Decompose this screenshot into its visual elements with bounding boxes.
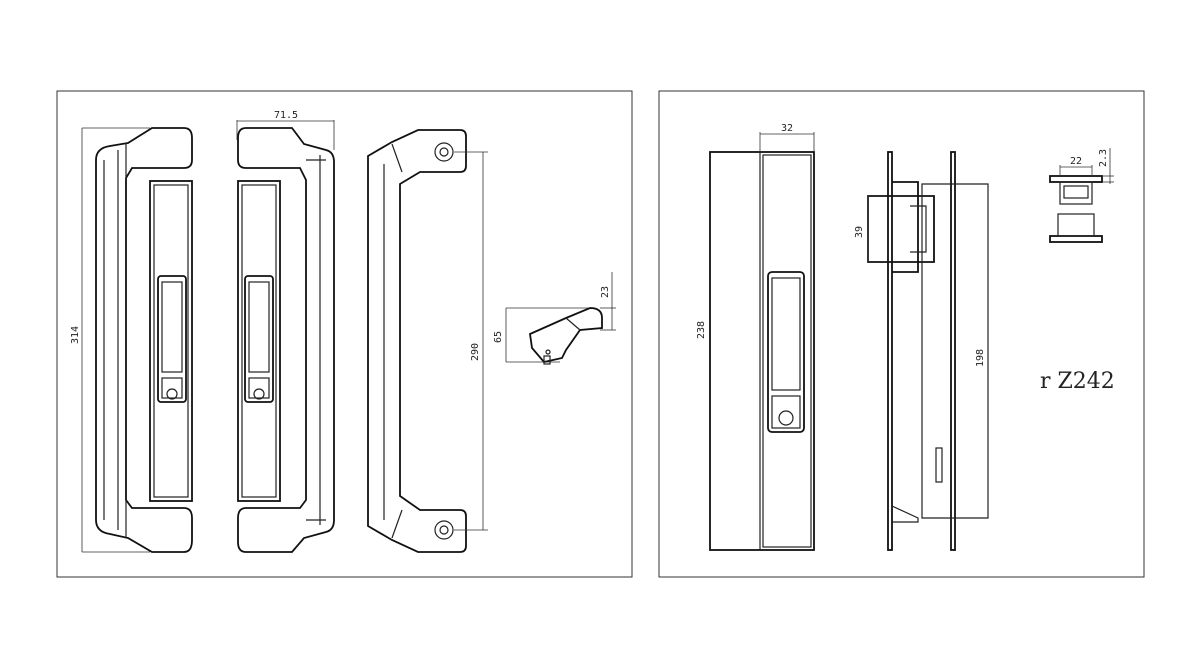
dim-pull-width: 32	[781, 123, 793, 134]
dim-inner-length: 198	[975, 349, 986, 367]
flush-pull-front-view: 32 238	[696, 123, 815, 551]
handle-front-view: 314	[70, 127, 193, 553]
dim-overall-height: 314	[70, 326, 81, 344]
dim-pull-height: 238	[696, 321, 707, 339]
handle-profile-view: 290	[367, 129, 488, 553]
bracket-detail: 65 23	[493, 272, 616, 365]
right-panel-frame	[658, 90, 1145, 578]
right-panel: 32 238 39 198	[658, 90, 1145, 578]
left-panel: 314 71.5	[56, 90, 633, 578]
left-panel-frame	[56, 90, 633, 578]
dim-top-width: 22	[1070, 156, 1082, 167]
dim-width: 71.5	[274, 110, 298, 121]
dim-top-thickness: 2.3	[1098, 149, 1109, 167]
flush-pull-top-detail: 22 2.3	[1049, 148, 1114, 243]
dim-side-depth: 39	[854, 226, 865, 238]
dim-bracket-height: 65	[493, 331, 504, 343]
dim-mount-center: 290	[470, 343, 481, 361]
flush-pull-side-view: 39 198	[854, 151, 989, 551]
dim-bracket-offset: 23	[600, 286, 611, 298]
handle-side-view: 71.5	[236, 110, 335, 553]
model-label: r Z242	[1040, 369, 1115, 394]
